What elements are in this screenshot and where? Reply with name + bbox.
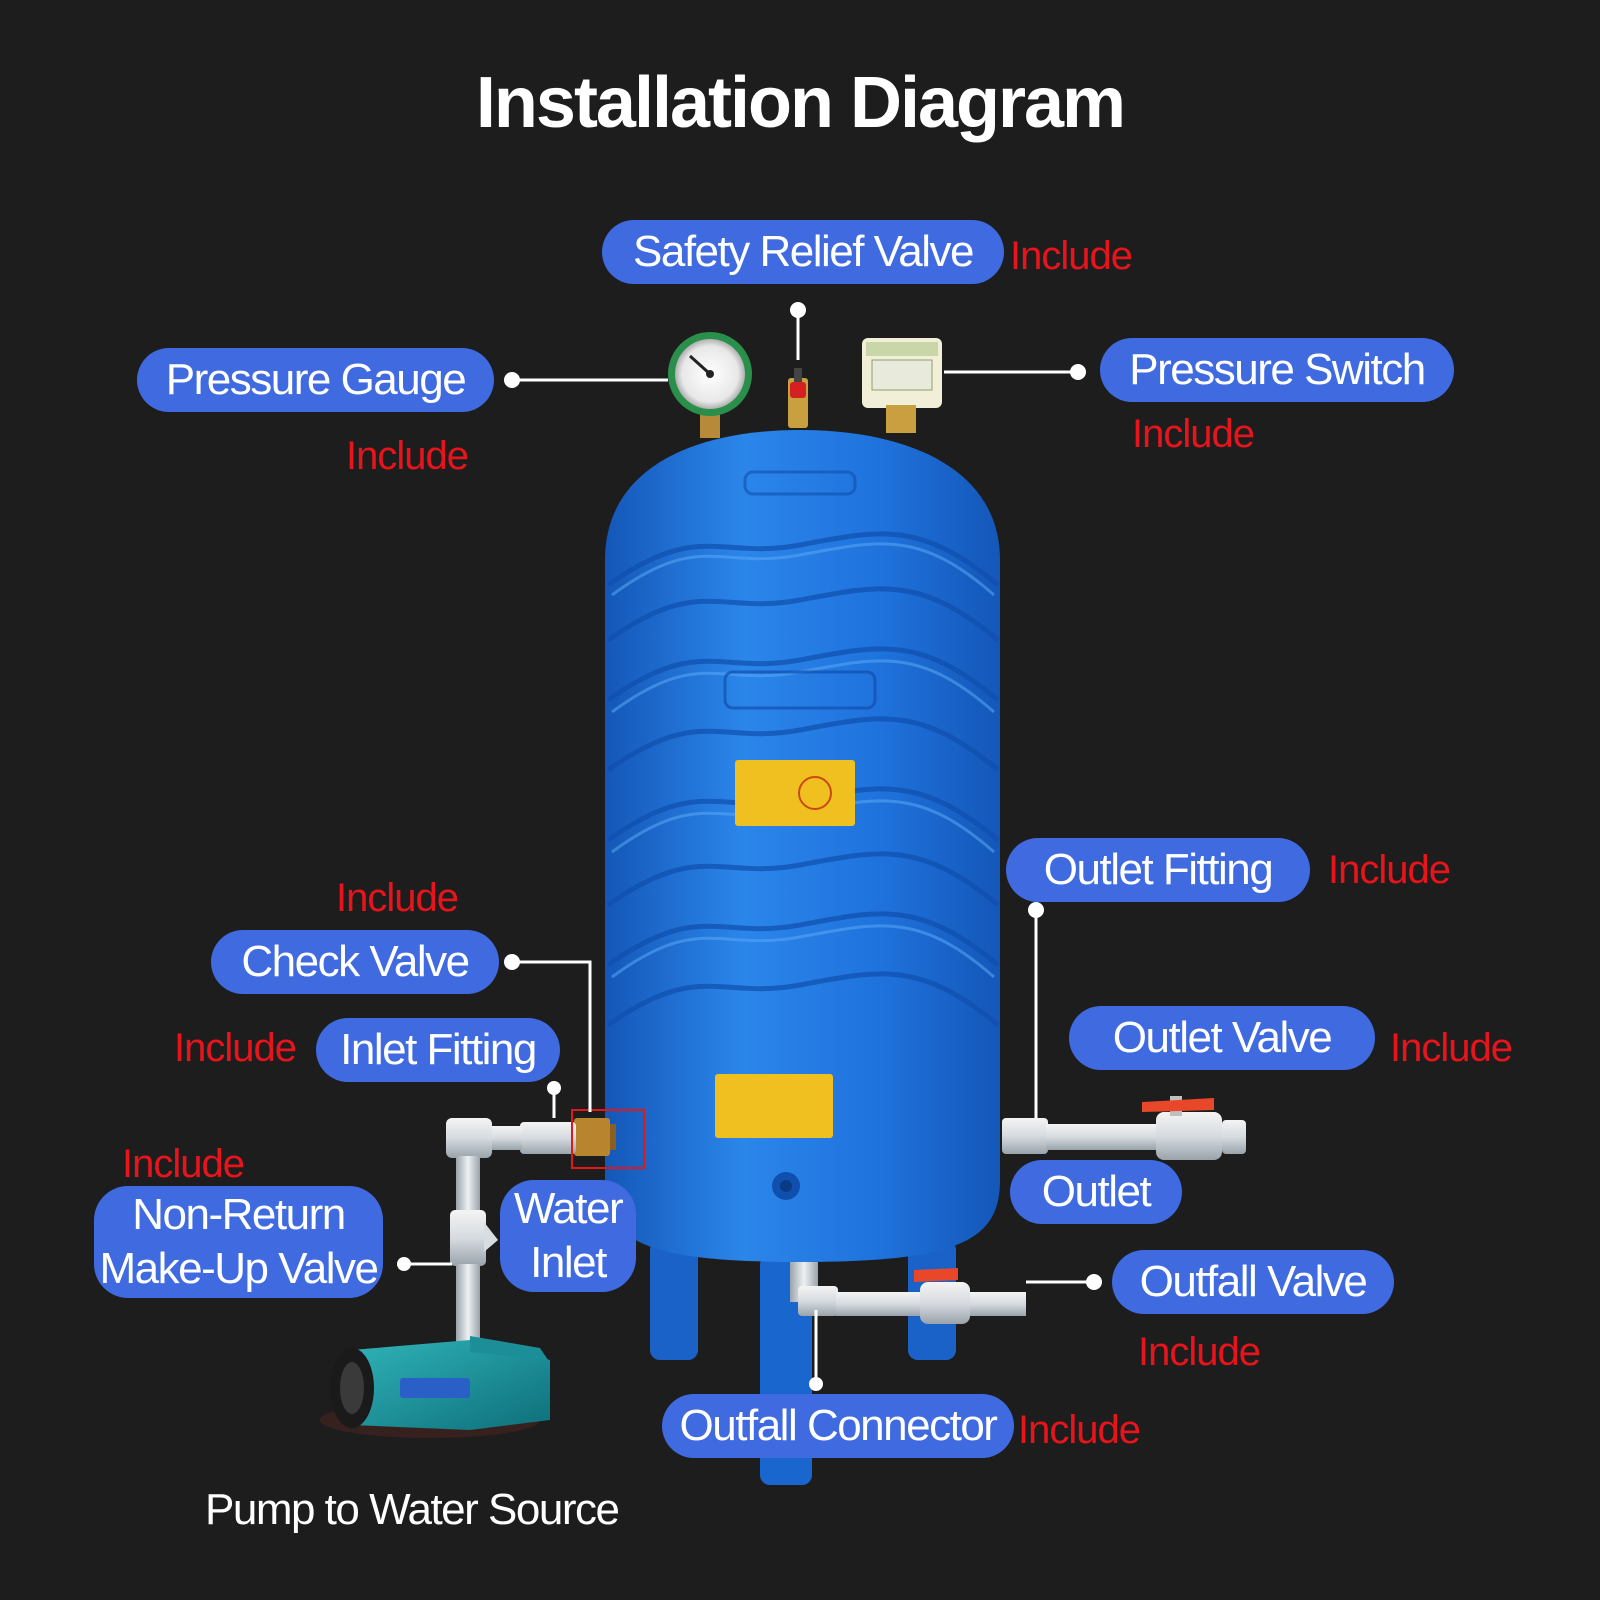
non-return-line-1: Non-Return: [132, 1190, 346, 1239]
label-pressure-gauge: Pressure Gauge: [137, 348, 494, 412]
water-inlet-line-2: Inlet: [530, 1238, 607, 1287]
include-non-return-valve: Include: [122, 1142, 245, 1186]
include-outlet-fitting: Include: [1328, 848, 1451, 892]
include-outfall-connector: Include: [1018, 1408, 1141, 1452]
include-outfall-valve: Include: [1138, 1330, 1261, 1374]
label-check-valve: Check Valve: [211, 930, 499, 994]
water-pump: [320, 1336, 550, 1438]
leader-lines: [404, 310, 1094, 1384]
label-outfall-connector: Outfall Connector: [662, 1394, 1014, 1458]
pump-caption: Pump to Water Source: [205, 1485, 620, 1534]
leader-dots: [397, 302, 1102, 1391]
include-check-valve: Include: [336, 876, 459, 920]
pressure-tank: [605, 430, 1000, 1262]
label-outlet-valve: Outlet Valve: [1069, 1006, 1375, 1070]
label-outfall-valve: Outfall Valve: [1112, 1250, 1394, 1314]
outlet-pipe-assembly: [1002, 1096, 1246, 1160]
include-safety-relief-valve: Include: [1010, 234, 1133, 278]
page-title: Installation Diagram: [475, 63, 1126, 143]
non-return-line-2: Make-Up Valve: [99, 1244, 380, 1293]
label-pressure-switch: Pressure Switch: [1100, 338, 1454, 402]
label-non-return-make-up-valve: Non-Return Make-Up Valve: [94, 1186, 383, 1298]
label-inlet-fitting: Inlet Fitting: [316, 1018, 560, 1082]
inlet-pipe-assembly: [446, 1118, 616, 1344]
label-outlet: Outlet: [1010, 1160, 1182, 1224]
label-safety-relief-valve: Safety Relief Valve: [602, 220, 1004, 284]
water-inlet-line-1: Water: [513, 1184, 624, 1233]
outfall-pipe-assembly: [790, 1262, 1026, 1324]
pressure-switch-device: [862, 338, 942, 433]
include-pressure-gauge: Include: [346, 434, 469, 478]
pressure-gauge-device: [668, 332, 752, 438]
include-outlet-valve: Include: [1390, 1026, 1513, 1070]
include-pressure-switch: Include: [1132, 412, 1255, 456]
safety-relief-valve-device: [788, 368, 808, 428]
include-inlet-fitting: Include: [174, 1026, 297, 1070]
label-water-inlet: Water Inlet: [500, 1180, 636, 1292]
label-outlet-fitting: Outlet Fitting: [1006, 838, 1310, 902]
check-valve-highlight: [571, 1109, 645, 1169]
